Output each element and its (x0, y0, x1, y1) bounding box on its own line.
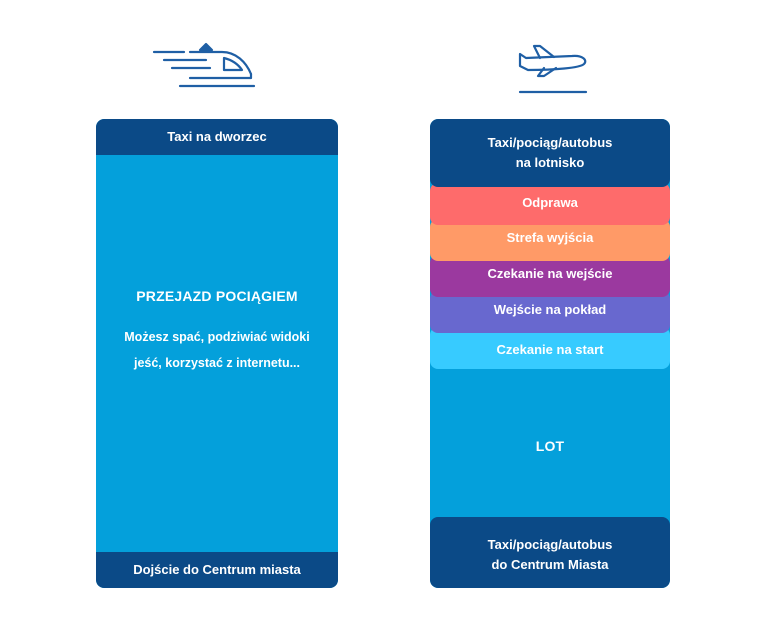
flight-label: LOT (535, 437, 565, 454)
train-top-label: Taxi na dworzec (167, 129, 267, 144)
plane-top-label-line2: na lotnisko (515, 155, 585, 170)
plane-bottom-segment: Taxi/pociąg/autobus do Centrum Miasta (430, 517, 670, 588)
train-top-segment: Taxi na dworzec (96, 119, 338, 155)
step-label: Czekanie na wejście (487, 266, 613, 281)
plane-top-segment: Taxi/pociąg/autobus na lotnisko (430, 119, 670, 187)
train-bottom-label: Dojście do Centrum miasta (133, 562, 301, 577)
high-speed-train-icon (152, 42, 256, 88)
step-label: Odprawa (522, 195, 578, 210)
train-journey-column: PRZEJAZD POCIĄGIEM Możesz spać, podziwia… (96, 119, 338, 588)
plane-bottom-label-line2: do Centrum Miasta (491, 556, 609, 572)
step-label: Strefa wyjścia (506, 230, 594, 245)
train-main-segment: PRZEJAZD POCIĄGIEM Możesz spać, podziwia… (96, 119, 338, 588)
train-bottom-segment: Dojście do Centrum miasta (96, 552, 338, 588)
step-label: Czekanie na start (496, 342, 604, 357)
step-strefa-wyjscia: Strefa wyjścia (430, 219, 670, 261)
airplane-takeoff-icon (518, 44, 588, 94)
plane-journey-column: LOT Taxi/pociąg/autobus do Centrum Miast… (430, 119, 670, 588)
step-odprawa: Odprawa (430, 183, 670, 225)
plane-bottom-label-line1: Taxi/pociąg/autobus (487, 536, 613, 552)
step-czekanie-na-wejscie: Czekanie na wejście (430, 255, 670, 297)
step-label: Wejście na pokład (493, 302, 607, 317)
step-czekanie-na-start: Czekanie na start (430, 327, 670, 369)
train-main-description: Możesz spać, podziwiać widoki jeść, korz… (124, 329, 310, 370)
train-main-title: PRZEJAZD POCIĄGIEM (136, 287, 298, 304)
plane-top-label-line1: Taxi/pociąg/autobus (487, 135, 613, 150)
step-wejscie-na-poklad: Wejście na pokład (430, 291, 670, 333)
